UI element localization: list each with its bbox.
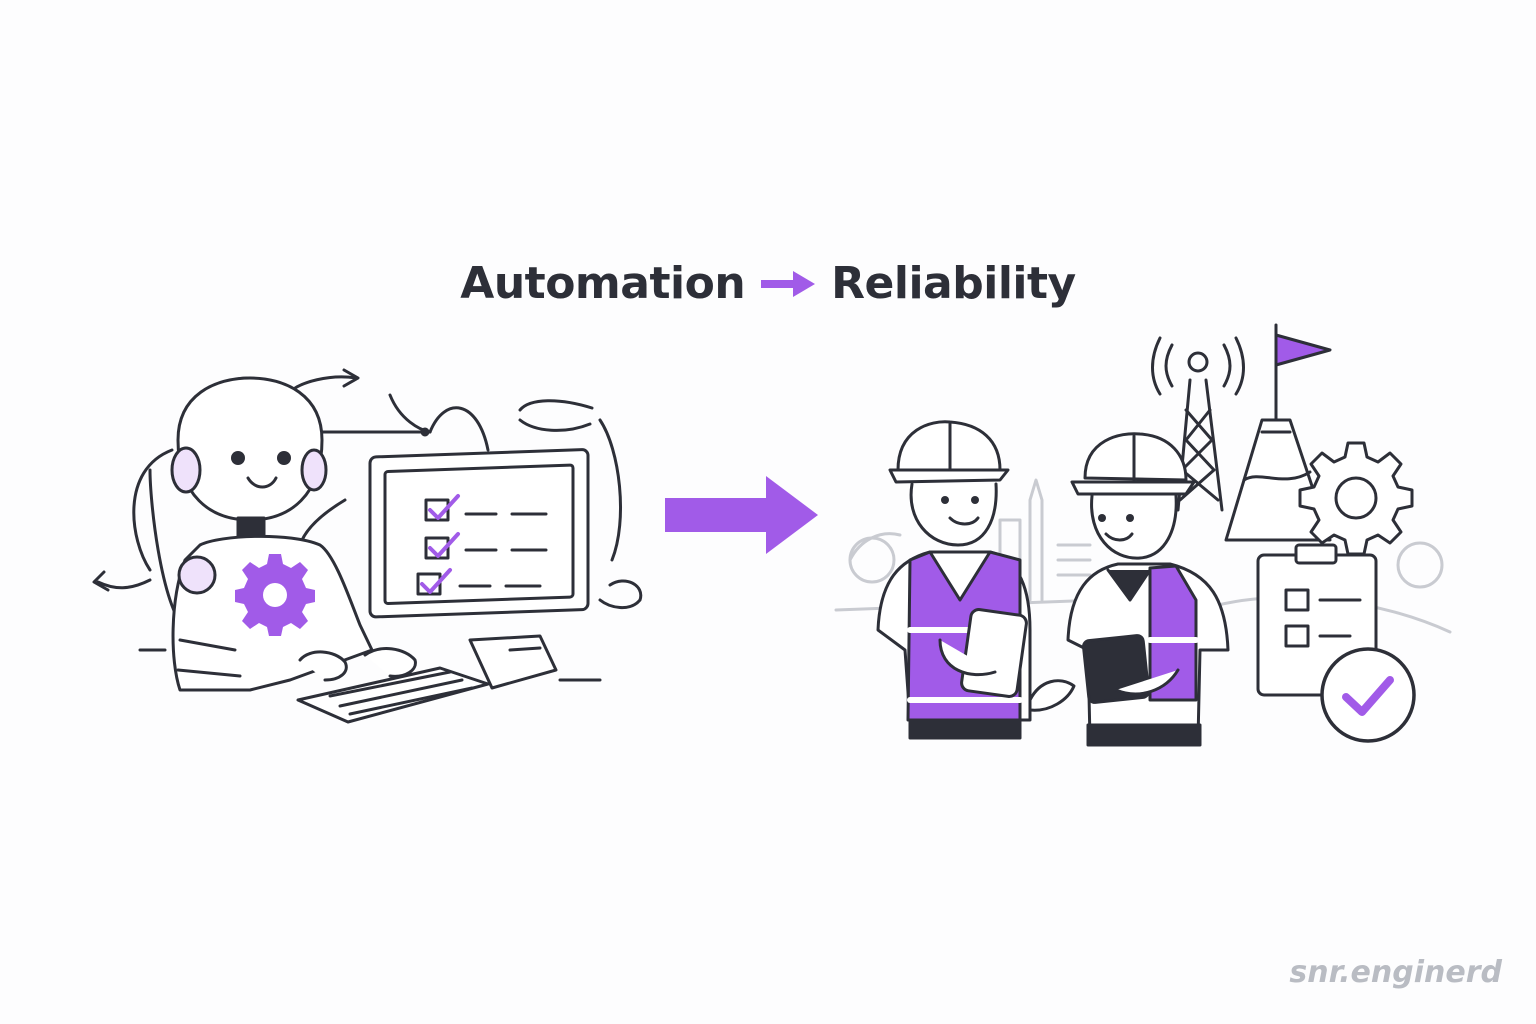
checklist xyxy=(416,494,548,596)
watermark: snr.enginerd xyxy=(1289,955,1502,990)
title-right-word: Reliability xyxy=(831,258,1076,309)
monitor xyxy=(368,448,590,690)
gear-icon xyxy=(235,554,315,636)
engineer-right xyxy=(1028,432,1230,747)
flag-icon xyxy=(1274,333,1332,367)
check-circle-icon xyxy=(1320,647,1416,743)
robot-body xyxy=(171,534,417,692)
title-left-word: Automation xyxy=(460,258,746,309)
robot-workstation xyxy=(92,368,643,724)
handshake xyxy=(1028,679,1076,712)
right-arrow-icon xyxy=(759,269,817,299)
gear-icon xyxy=(1298,441,1414,556)
engineer-scene xyxy=(834,323,1452,747)
page-title: Automation Reliability xyxy=(0,258,1536,309)
robot-head xyxy=(170,376,328,538)
keyboard xyxy=(296,666,490,724)
right-arrow-icon xyxy=(665,476,818,554)
flag-hill xyxy=(1224,323,1332,542)
engineer-left xyxy=(876,420,1032,740)
